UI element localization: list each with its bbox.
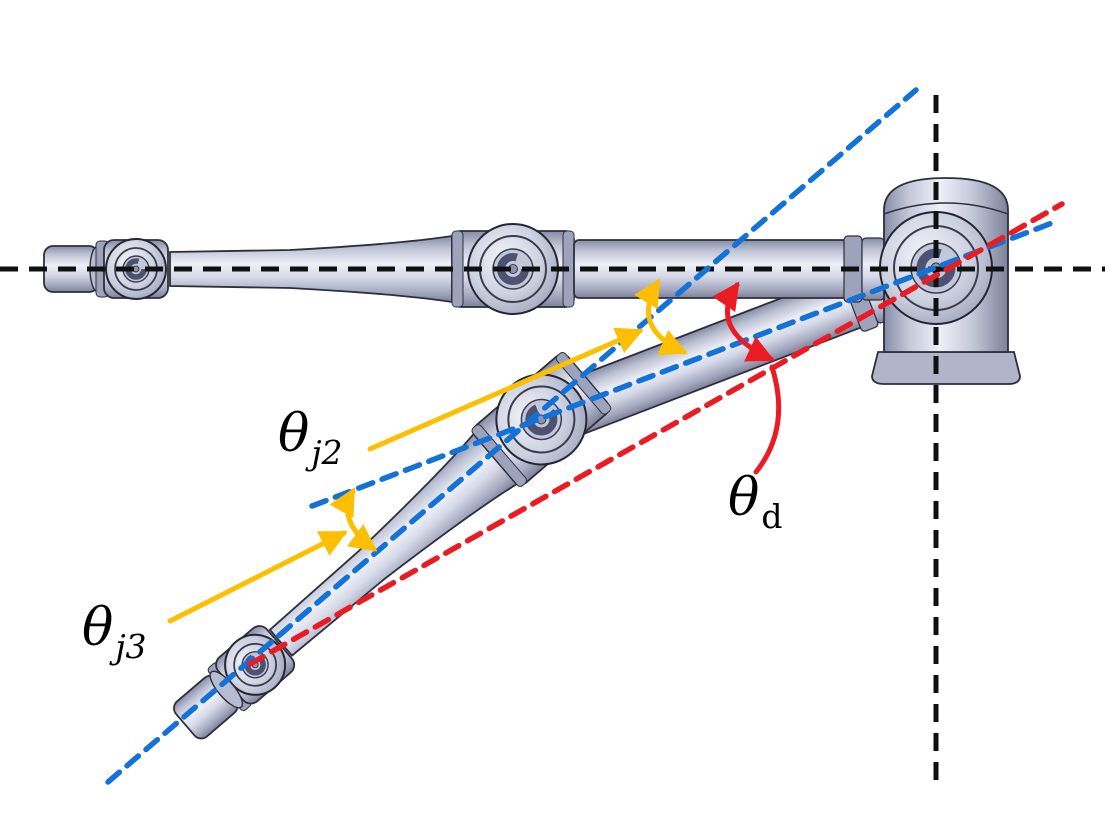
theta-j2-symbol: θ <box>278 404 310 464</box>
upper-link-axis-line <box>309 220 1055 509</box>
theta-d-connector <box>753 364 782 475</box>
theta-d-arc <box>712 281 775 362</box>
theta-d-subscript: d <box>761 497 783 536</box>
theta-j3-subscript: j3 <box>115 627 147 666</box>
robot-arm-deflected-lower-link <box>173 346 612 740</box>
theta-j3-leader <box>167 530 348 624</box>
theta-j2-arc <box>634 278 688 356</box>
theta-j2-leader <box>367 327 644 452</box>
base-dome-line <box>883 202 1009 215</box>
label-theta-j3: θj3 <box>82 602 147 663</box>
label-theta-j2: θj2 <box>278 408 343 469</box>
lower-link-axis-line <box>105 87 919 785</box>
elbow-band-left <box>451 230 464 308</box>
deflected-forearm-tube <box>268 432 518 657</box>
theta-d-symbol: θ <box>728 468 760 528</box>
base-flange <box>871 351 1021 385</box>
deflected-end-cap-edge <box>209 670 244 709</box>
theta-j3-arc <box>329 487 378 552</box>
label-theta-d: θd <box>728 472 782 533</box>
theta-j3-symbol: θ <box>82 598 114 658</box>
theta-j2-subscript: j2 <box>311 433 343 472</box>
deflection-axis-line <box>247 201 1065 667</box>
